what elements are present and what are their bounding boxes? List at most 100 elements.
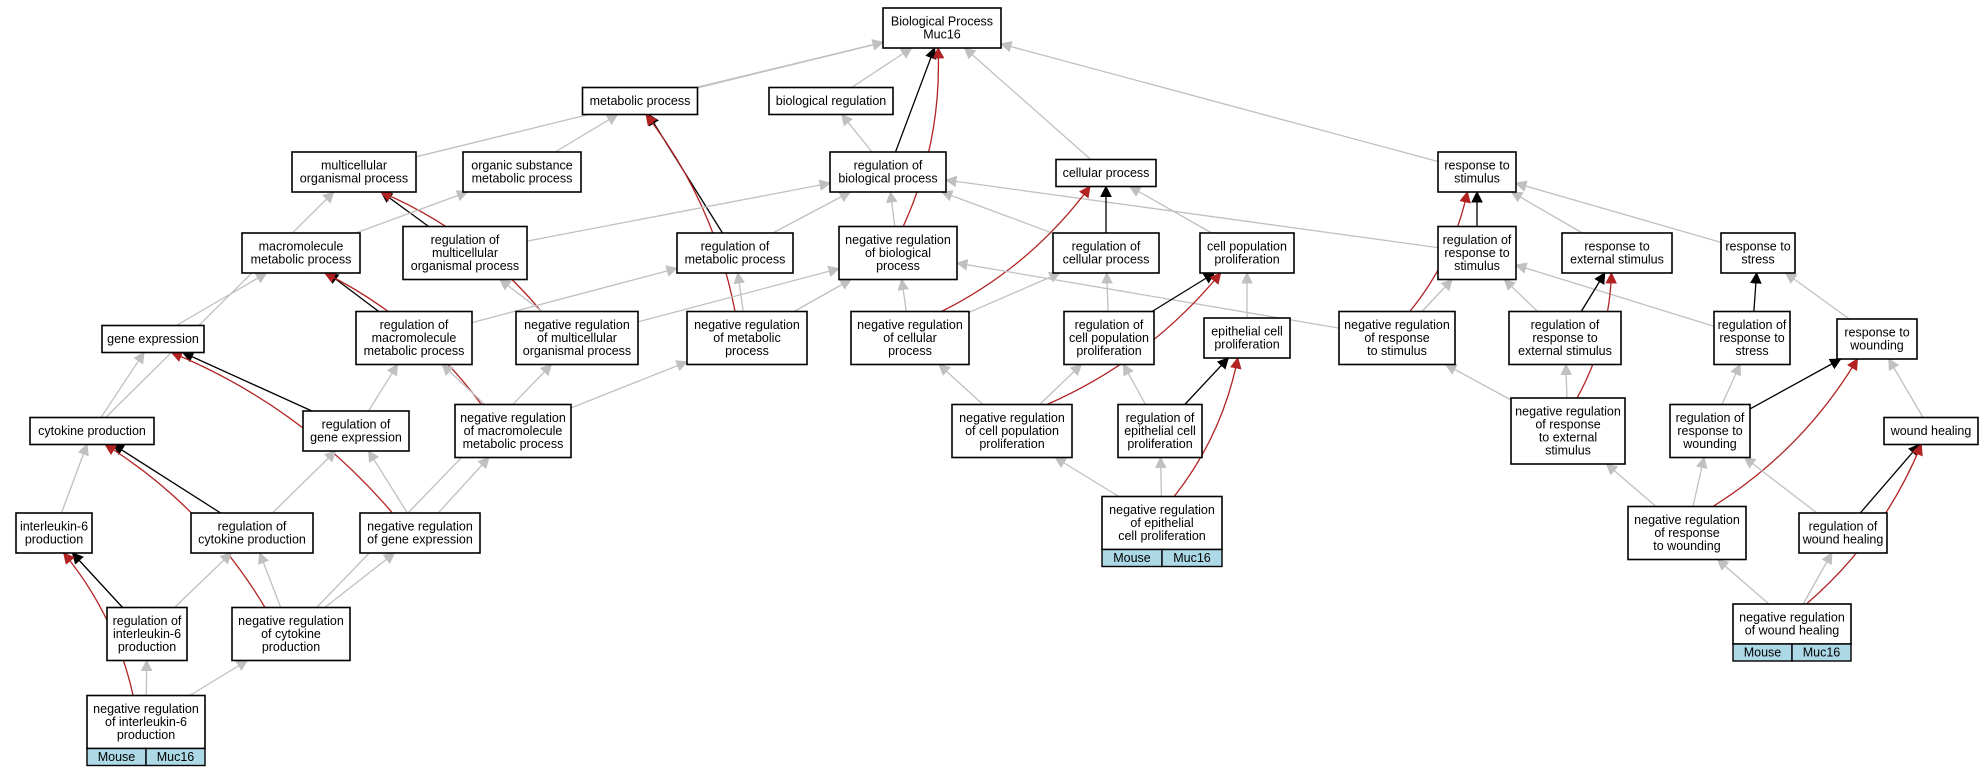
term-box: [29, 416, 155, 446]
edge-nrmop-to-nrbp: [637, 265, 841, 323]
edge-rts-to-bp: [999, 40, 1439, 163]
term-label-line: metabolic process: [685, 253, 786, 267]
edge-nrecp-to-recp: [1154, 456, 1167, 497]
term-label-line: process: [876, 259, 920, 273]
edge-rrtw-to-rrtstress: [1721, 363, 1742, 405]
term-label-line: cellular process: [1063, 166, 1150, 180]
term-box: [101, 324, 205, 354]
edge-breg-to-bp: [851, 47, 913, 89]
term-node-breg[interactable]: biological regulation: [768, 86, 894, 116]
term-label-line: biological regulation: [776, 94, 887, 108]
term-label-line: process: [725, 344, 769, 358]
term-box: [241, 232, 361, 274]
edge-rrtstress-to-rtstress: [1750, 271, 1762, 312]
term-box: [1199, 232, 1295, 274]
term-label-line: stimulus: [1545, 444, 1591, 458]
term-label-line: regulation of: [854, 159, 923, 173]
term-box: [231, 606, 351, 662]
term-label-line: process: [888, 344, 932, 358]
term-label-line: metabolic process: [463, 437, 564, 451]
term-label-line: regulation of: [1072, 240, 1141, 254]
term-label-line: stimulus: [1454, 172, 1500, 186]
edge-nrbp-to-rbp: [885, 190, 898, 227]
term-box: [515, 310, 639, 366]
term-label-line: regulation of: [322, 418, 391, 432]
term-node-ge[interactable]: gene expression: [101, 324, 205, 354]
term-node-mp[interactable]: metabolic process: [581, 86, 699, 116]
term-label-line: gene expression: [310, 431, 402, 445]
term-label-line: of multicellular: [537, 331, 617, 345]
term-node-cytp[interactable]: cytokine production: [29, 416, 155, 446]
term-label-line: of macromolecule: [464, 424, 563, 438]
term-label-line: metabolic process: [251, 253, 352, 267]
term-label-line: of response: [1654, 526, 1719, 540]
term-label-line: response to: [1584, 240, 1649, 254]
edge-ge-to-mmp: [175, 272, 268, 327]
term-node-wh[interactable]: wound healing: [1883, 416, 1979, 446]
term-label-line: of response: [1364, 331, 1429, 345]
term-label-line: to external: [1539, 431, 1597, 445]
term-box: [402, 225, 528, 281]
edge-nrrts-to-rrts: [1421, 278, 1453, 312]
edge-nrmop-to-rmop: [498, 278, 543, 313]
edge-nrwh-to-nrrtw: [1716, 558, 1770, 605]
term-box: [291, 151, 417, 193]
edge-nrmetp-to-nrbp: [793, 278, 852, 313]
edge-rmmp-to-rmetp: [471, 265, 679, 324]
term-node-cp[interactable]: cellular process: [1055, 158, 1157, 188]
edge-recp-to-ecp: [1184, 357, 1230, 405]
edge-nrcp-to-rcp: [968, 271, 1061, 314]
term-box: [676, 232, 794, 274]
term-label-line: response to: [1444, 246, 1509, 260]
edge-il6p-to-cytp: [60, 443, 89, 514]
edge-nrmmp-to-rmmp: [441, 363, 486, 405]
edge-rrts-to-rbp: [944, 175, 1439, 249]
term-box: [1669, 403, 1751, 459]
term-label-line: of cellular: [883, 331, 937, 345]
edge-nrrtw-to-nrrtes: [1605, 463, 1657, 507]
term-label-line: response to: [1719, 331, 1784, 345]
term-box: [1510, 397, 1626, 465]
